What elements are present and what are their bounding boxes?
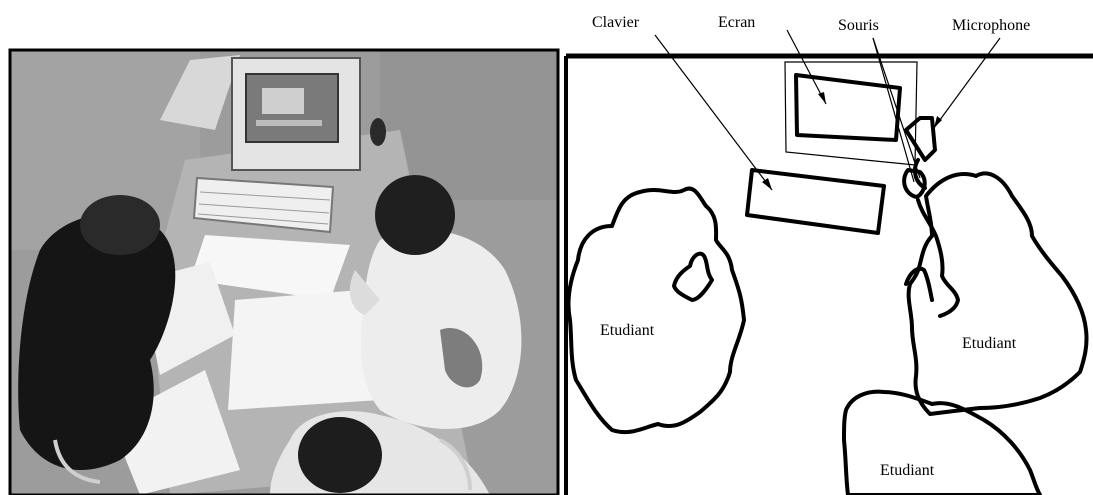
- photo-student-left-head: [80, 195, 160, 255]
- photo-student-right-head: [375, 175, 455, 255]
- label-etudiant-right: Etudiant: [962, 335, 1017, 352]
- photo-stand: [160, 55, 240, 130]
- label-souris: Souris: [838, 17, 879, 34]
- arrowhead-ecran: [818, 92, 826, 104]
- photo-panel: [8, 48, 560, 495]
- schematic-panel: Clavier Ecran Souris Microphone Etudiant…: [564, 14, 1093, 495]
- leader-souris-1: [872, 37, 915, 183]
- schematic-student-left: [566, 186, 746, 435]
- leader-clavier: [654, 34, 773, 191]
- label-microphone: Microphone: [952, 17, 1030, 34]
- arrowhead-clavier: [762, 178, 772, 190]
- photo-paper: [190, 235, 350, 300]
- photo-paper: [228, 290, 380, 410]
- leader-ecran: [786, 29, 827, 105]
- schematic-student-right-arm: [916, 198, 960, 318]
- schematic-mouse: [902, 168, 927, 199]
- schematic-student-right: [906, 171, 1089, 416]
- schematic-microphone: [904, 116, 937, 190]
- schematic-keyboard: [745, 168, 886, 235]
- label-etudiant-bottom: Etudiant: [880, 462, 935, 479]
- schematic-student-bottom: [842, 389, 1042, 495]
- leader-souris-2: [872, 37, 921, 179]
- photo-frame: [8, 48, 560, 495]
- leader-microphone: [933, 37, 1001, 129]
- arrowhead-microphone: [934, 116, 942, 128]
- label-ecran: Ecran: [718, 14, 755, 31]
- photo-student-left: [18, 213, 176, 470]
- schematic-student-left-hand: [672, 251, 714, 302]
- photo-paper: [110, 370, 240, 495]
- label-etudiant-left: Etudiant: [600, 322, 655, 339]
- photo-student-bottom-head: [298, 417, 382, 493]
- photo-student-right: [360, 230, 522, 429]
- photo-microphone: [370, 118, 386, 146]
- label-clavier: Clavier: [592, 14, 640, 31]
- schematic-monitor-screen: [794, 73, 902, 142]
- schematic-student-right-hand: [904, 266, 934, 302]
- photo-keyboard: [192, 176, 335, 234]
